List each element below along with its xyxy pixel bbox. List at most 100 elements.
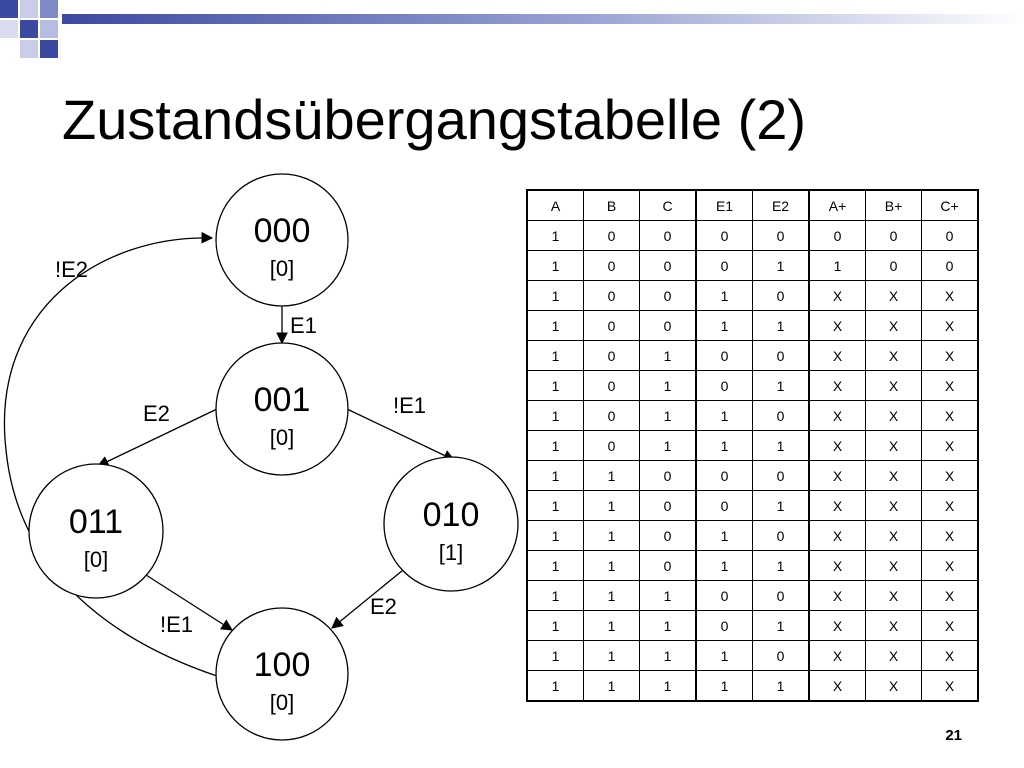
- table-cell: 0: [752, 520, 810, 551]
- table-cell: 0: [639, 490, 697, 521]
- state-010: 010 [1]: [383, 456, 519, 592]
- table-cell: X: [808, 550, 866, 581]
- table-cell: 1: [583, 640, 640, 671]
- table-cell: X: [921, 280, 979, 311]
- table-cell: 0: [583, 400, 640, 431]
- table-cell: X: [808, 580, 866, 611]
- table-cell: 0: [583, 310, 640, 341]
- table-cell: 1: [583, 460, 640, 491]
- table-cell: X: [808, 340, 866, 371]
- table-cell: 0: [639, 250, 697, 281]
- table-cell: 0: [695, 250, 753, 281]
- table-cell: 0: [639, 550, 697, 581]
- table-cell: 0: [583, 220, 640, 251]
- table-cell: 0: [639, 310, 697, 341]
- table-cell: 1: [583, 550, 640, 581]
- table-cell: 0: [639, 460, 697, 491]
- table-cell: 1: [526, 250, 584, 281]
- transition-010-100: [331, 565, 409, 629]
- table-cell: 1: [583, 490, 640, 521]
- state-000: 000 [0]: [215, 173, 349, 307]
- state-100: 100 [0]: [215, 607, 349, 741]
- table-cell: X: [865, 640, 922, 671]
- table-cell: X: [921, 610, 979, 641]
- transition-001-010: [346, 408, 456, 461]
- table-cell: 0: [752, 400, 810, 431]
- transition-label-001-011: E2: [143, 401, 170, 426]
- table-header-cell: E2: [752, 189, 810, 221]
- table-cell: 1: [752, 670, 810, 702]
- table-cell: 1: [639, 400, 697, 431]
- table-cell: 0: [583, 280, 640, 311]
- state-output: [1]: [439, 540, 463, 565]
- table-cell: 1: [526, 610, 584, 641]
- table-cell: X: [865, 580, 922, 611]
- transition-label-011-100: !E1: [160, 612, 193, 637]
- table-cell: X: [865, 370, 922, 401]
- table-cell: X: [865, 340, 922, 371]
- table-cell: X: [921, 550, 979, 581]
- table-cell: X: [808, 310, 866, 341]
- table-cell: 0: [695, 610, 753, 641]
- table-cell: 1: [526, 430, 584, 461]
- table-cell: X: [808, 520, 866, 551]
- state-output: [0]: [270, 425, 294, 450]
- table-cell: 1: [695, 640, 753, 671]
- slide-title: Zustandsübergangstabelle (2): [62, 88, 807, 151]
- table-cell: 1: [695, 280, 753, 311]
- table-cell: 1: [526, 370, 584, 401]
- table-cell: 1: [583, 610, 640, 641]
- table-cell: X: [808, 490, 866, 521]
- table-cell: 0: [695, 490, 753, 521]
- transition-label-001-010: !E1: [393, 393, 426, 418]
- table-cell: X: [808, 400, 866, 431]
- table-cell: X: [921, 310, 979, 341]
- table-cell: 1: [695, 400, 753, 431]
- table-cell: 1: [583, 580, 640, 611]
- transition-label-100-000: !E2: [55, 257, 88, 282]
- table-cell: X: [921, 430, 979, 461]
- table-cell: X: [921, 460, 979, 491]
- table-cell: 1: [639, 610, 697, 641]
- table-cell: 1: [526, 520, 584, 551]
- table-cell: X: [921, 490, 979, 521]
- table-cell: 1: [695, 520, 753, 551]
- table-cell: 1: [526, 460, 584, 491]
- table-cell: 1: [639, 340, 697, 371]
- state-code: 001: [254, 381, 311, 419]
- state-code: 100: [254, 646, 311, 684]
- table-cell: X: [808, 640, 866, 671]
- table-header-cell: C: [639, 189, 697, 221]
- table-cell: 0: [583, 250, 640, 281]
- transition-001-011: [96, 408, 218, 467]
- table-cell: 1: [526, 490, 584, 521]
- table-cell: 0: [921, 220, 979, 251]
- transition-label-000-001: E1: [290, 313, 317, 338]
- state-output: [0]: [270, 690, 294, 715]
- table-cell: 1: [526, 580, 584, 611]
- table-header-cell: E1: [695, 189, 753, 221]
- table-cell: 0: [639, 520, 697, 551]
- table-cell: 1: [526, 550, 584, 581]
- table-cell: 1: [526, 310, 584, 341]
- table-cell: 1: [695, 550, 753, 581]
- table-cell: 0: [695, 580, 753, 611]
- table-cell: 1: [526, 640, 584, 671]
- table-cell: 0: [752, 220, 810, 251]
- table-cell: 0: [752, 460, 810, 491]
- table-cell: 1: [695, 310, 753, 341]
- table-cell: 1: [752, 370, 810, 401]
- table-cell: X: [865, 280, 922, 311]
- table-cell: 0: [695, 340, 753, 371]
- table-cell: X: [808, 430, 866, 461]
- table-cell: 0: [583, 340, 640, 371]
- table-cell: 1: [639, 670, 697, 702]
- table-cell: X: [921, 670, 979, 702]
